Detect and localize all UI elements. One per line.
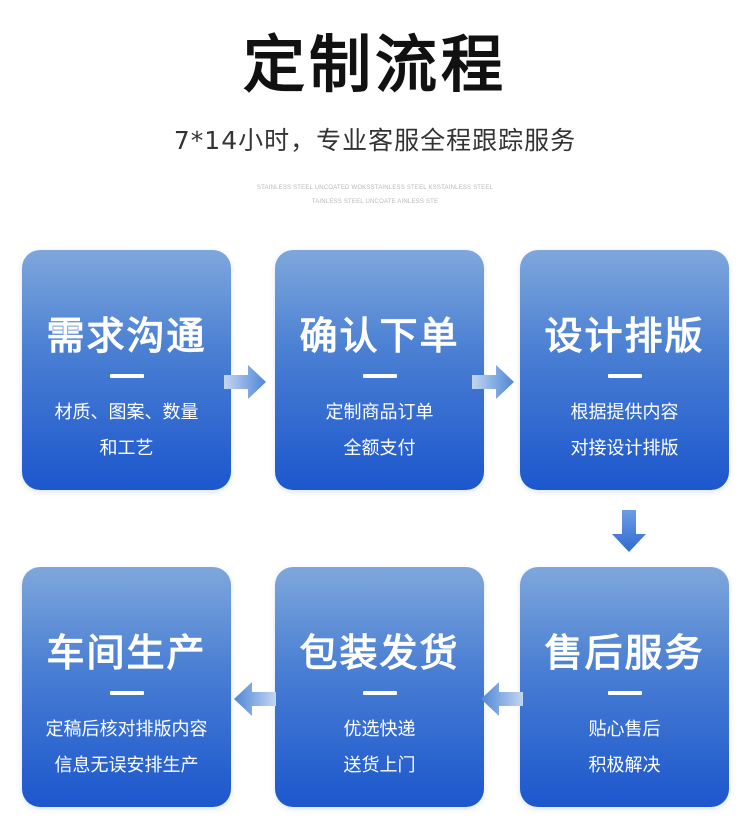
- step-divider: [363, 374, 397, 378]
- step-divider: [608, 374, 642, 378]
- step-card-design-layout: 设计排版 根据提供内容 对接设计排版: [520, 250, 729, 490]
- step-description-line-1: 贴心售后: [588, 719, 661, 740]
- step-card-order-confirmation: 确认下单 定制商品订单 全额支付: [275, 250, 484, 490]
- step-card-workshop-production: 车间生产 定稿后核对排版内容 信息无误安排生产: [22, 567, 231, 807]
- step-divider: [608, 691, 642, 695]
- step-divider: [363, 691, 397, 695]
- step-title: 车间生产: [46, 631, 207, 675]
- step-title: 包装发货: [299, 631, 460, 675]
- step-description-line-2: 全额支付: [343, 438, 416, 459]
- step-card-communication: 需求沟通 材质、图案、数量 和工艺: [22, 250, 231, 490]
- step-description-line-1: 材质、图案、数量: [54, 402, 199, 423]
- arrow-left-icon: [481, 682, 523, 716]
- page-title: 定制流程: [242, 28, 507, 101]
- decorative-caption-line-2: TAINLESS STEEL UNCOATE AINLESS STE: [311, 199, 439, 205]
- step-description-line-2: 信息无误安排生产: [54, 755, 199, 776]
- step-description-line-1: 根据提供内容: [570, 402, 679, 423]
- decorative-caption-line-1: STAINLESS STEEL UNCOATED WOKSSTAINLESS S…: [256, 185, 494, 191]
- step-description-line-2: 送货上门: [343, 755, 416, 776]
- step-description-line-1: 定稿后核对排版内容: [45, 719, 208, 740]
- step-divider: [110, 691, 144, 695]
- step-title: 设计排版: [544, 314, 705, 358]
- step-card-packing-shipping: 包装发货 优选快递 送货上门: [275, 567, 484, 807]
- step-description-line-2: 积极解决: [588, 755, 661, 776]
- step-title: 确认下单: [299, 314, 460, 358]
- page-subtitle: 7*14小时，专业客服全程跟踪服务: [173, 126, 577, 155]
- step-description-line-2: 对接设计排版: [570, 438, 679, 459]
- arrow-left-icon: [234, 682, 276, 716]
- arrow-right-icon: [472, 365, 514, 399]
- step-title: 售后服务: [544, 631, 705, 675]
- step-title: 需求沟通: [46, 314, 207, 358]
- step-description-line-2: 和工艺: [99, 438, 154, 459]
- step-description-line-1: 优选快递: [343, 719, 416, 740]
- step-card-after-sales: 售后服务 贴心售后 积极解决: [520, 567, 729, 807]
- step-divider: [110, 374, 144, 378]
- arrow-right-icon: [224, 365, 266, 399]
- arrow-down-icon: [612, 510, 646, 552]
- step-description-line-1: 定制商品订单: [325, 402, 434, 423]
